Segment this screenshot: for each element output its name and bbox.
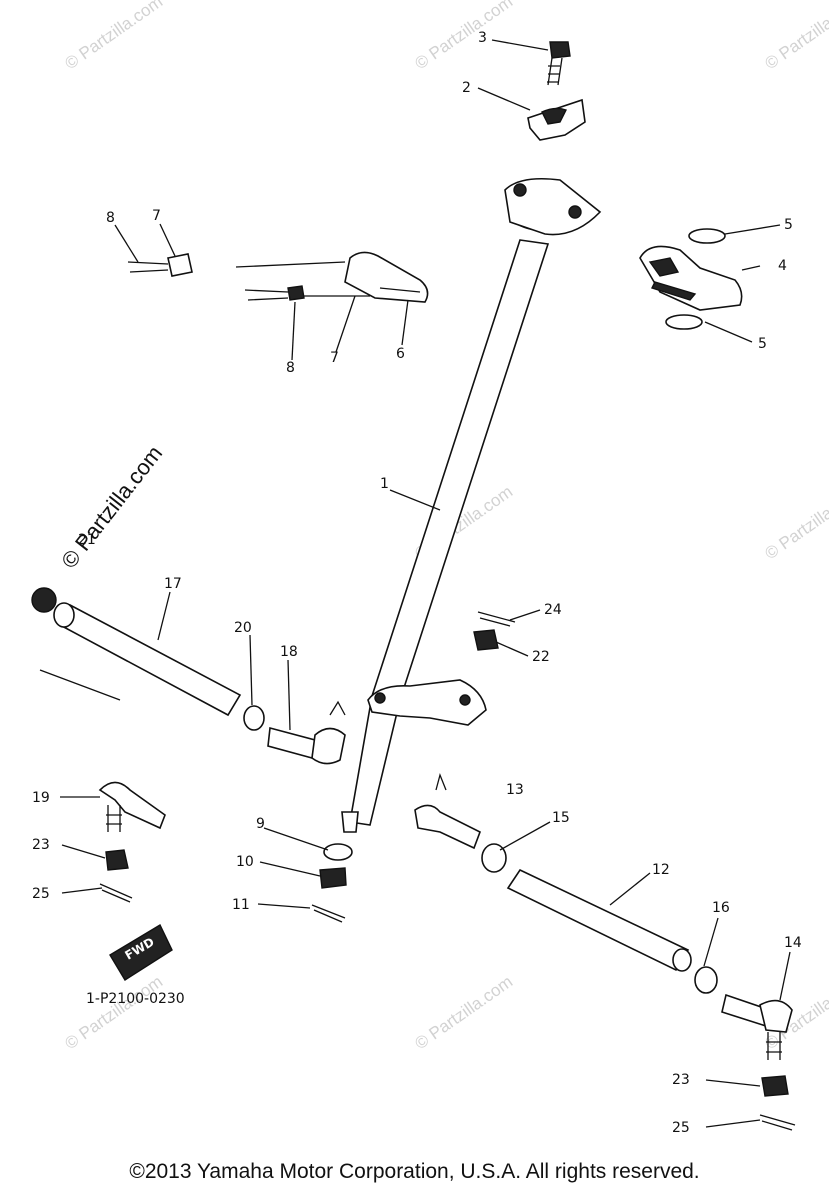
- leader-lines: [60, 39, 791, 1128]
- part-label: 4: [778, 258, 787, 274]
- part-label: 22: [532, 649, 550, 665]
- watermark: © Partzilla.com: [61, 0, 166, 73]
- column-clamp-assembly: [639, 228, 743, 330]
- lower-steering-bracket: [367, 679, 487, 726]
- steering-arm-linkage: [127, 251, 429, 303]
- part-label: 10: [236, 854, 254, 870]
- lower-shaft-hardware: [311, 811, 359, 923]
- part-label: 13: [506, 782, 524, 798]
- watermark-dark: © Partzilla.com: [56, 441, 167, 573]
- watermark: © Partzilla.com: [761, 0, 829, 73]
- part-label: 15: [552, 810, 570, 826]
- part-label: 25: [32, 886, 50, 902]
- left-tie-rod-end: [98, 781, 166, 903]
- column-holder: [527, 98, 586, 141]
- part-label: 3: [478, 30, 487, 46]
- part-label: 12: [652, 862, 670, 878]
- part-label: 24: [544, 602, 562, 618]
- part-label: 11: [232, 897, 250, 913]
- part-label: 20: [234, 620, 252, 636]
- copyright-notice: ©2013 Yamaha Motor Corporation, U.S.A. A…: [129, 1160, 700, 1183]
- part-label: 7: [152, 208, 161, 224]
- part-label: 18: [280, 644, 298, 660]
- part-label: 17: [164, 576, 182, 592]
- part-label: 21: [78, 532, 96, 548]
- watermark: © Partzilla.com: [61, 972, 166, 1053]
- part-label: 7: [330, 350, 339, 366]
- part-label: 5: [758, 336, 767, 352]
- steering-column-shaft: [349, 219, 561, 826]
- diagram-code: 1-P2100-0230: [86, 991, 185, 1007]
- arm-nut-and-cotter: [473, 611, 516, 651]
- watermark: © Partzilla.com: [411, 972, 516, 1053]
- part-label: 9: [256, 816, 265, 832]
- part-label: 2: [462, 80, 471, 96]
- part-label: 6: [396, 346, 405, 362]
- part-label: 19: [32, 790, 50, 806]
- fwd-direction-tag: FWD: [109, 924, 173, 981]
- part-label: 23: [672, 1072, 690, 1088]
- right-tie-rod-assembly: [414, 772, 796, 1131]
- part-label: 8: [106, 210, 115, 226]
- watermark: © Partzilla.com: [761, 482, 829, 563]
- part-label: 16: [712, 900, 730, 916]
- part-label: 1: [380, 476, 389, 492]
- holder-bolt: [547, 41, 571, 86]
- part-label: 5: [784, 217, 793, 233]
- part-label: 25: [672, 1120, 690, 1136]
- watermark: © Partzilla.com: [411, 0, 516, 73]
- upper-column-bracket: [504, 177, 602, 236]
- part-label: 23: [32, 837, 50, 853]
- left-tie-rod-assembly: [31, 587, 346, 765]
- part-labels: 3 2 5 4 5 8 7 8 7 6 1 17 21 20 18 24 22 …: [32, 30, 802, 1136]
- part-label: 14: [784, 935, 802, 951]
- part-label: 8: [286, 360, 295, 376]
